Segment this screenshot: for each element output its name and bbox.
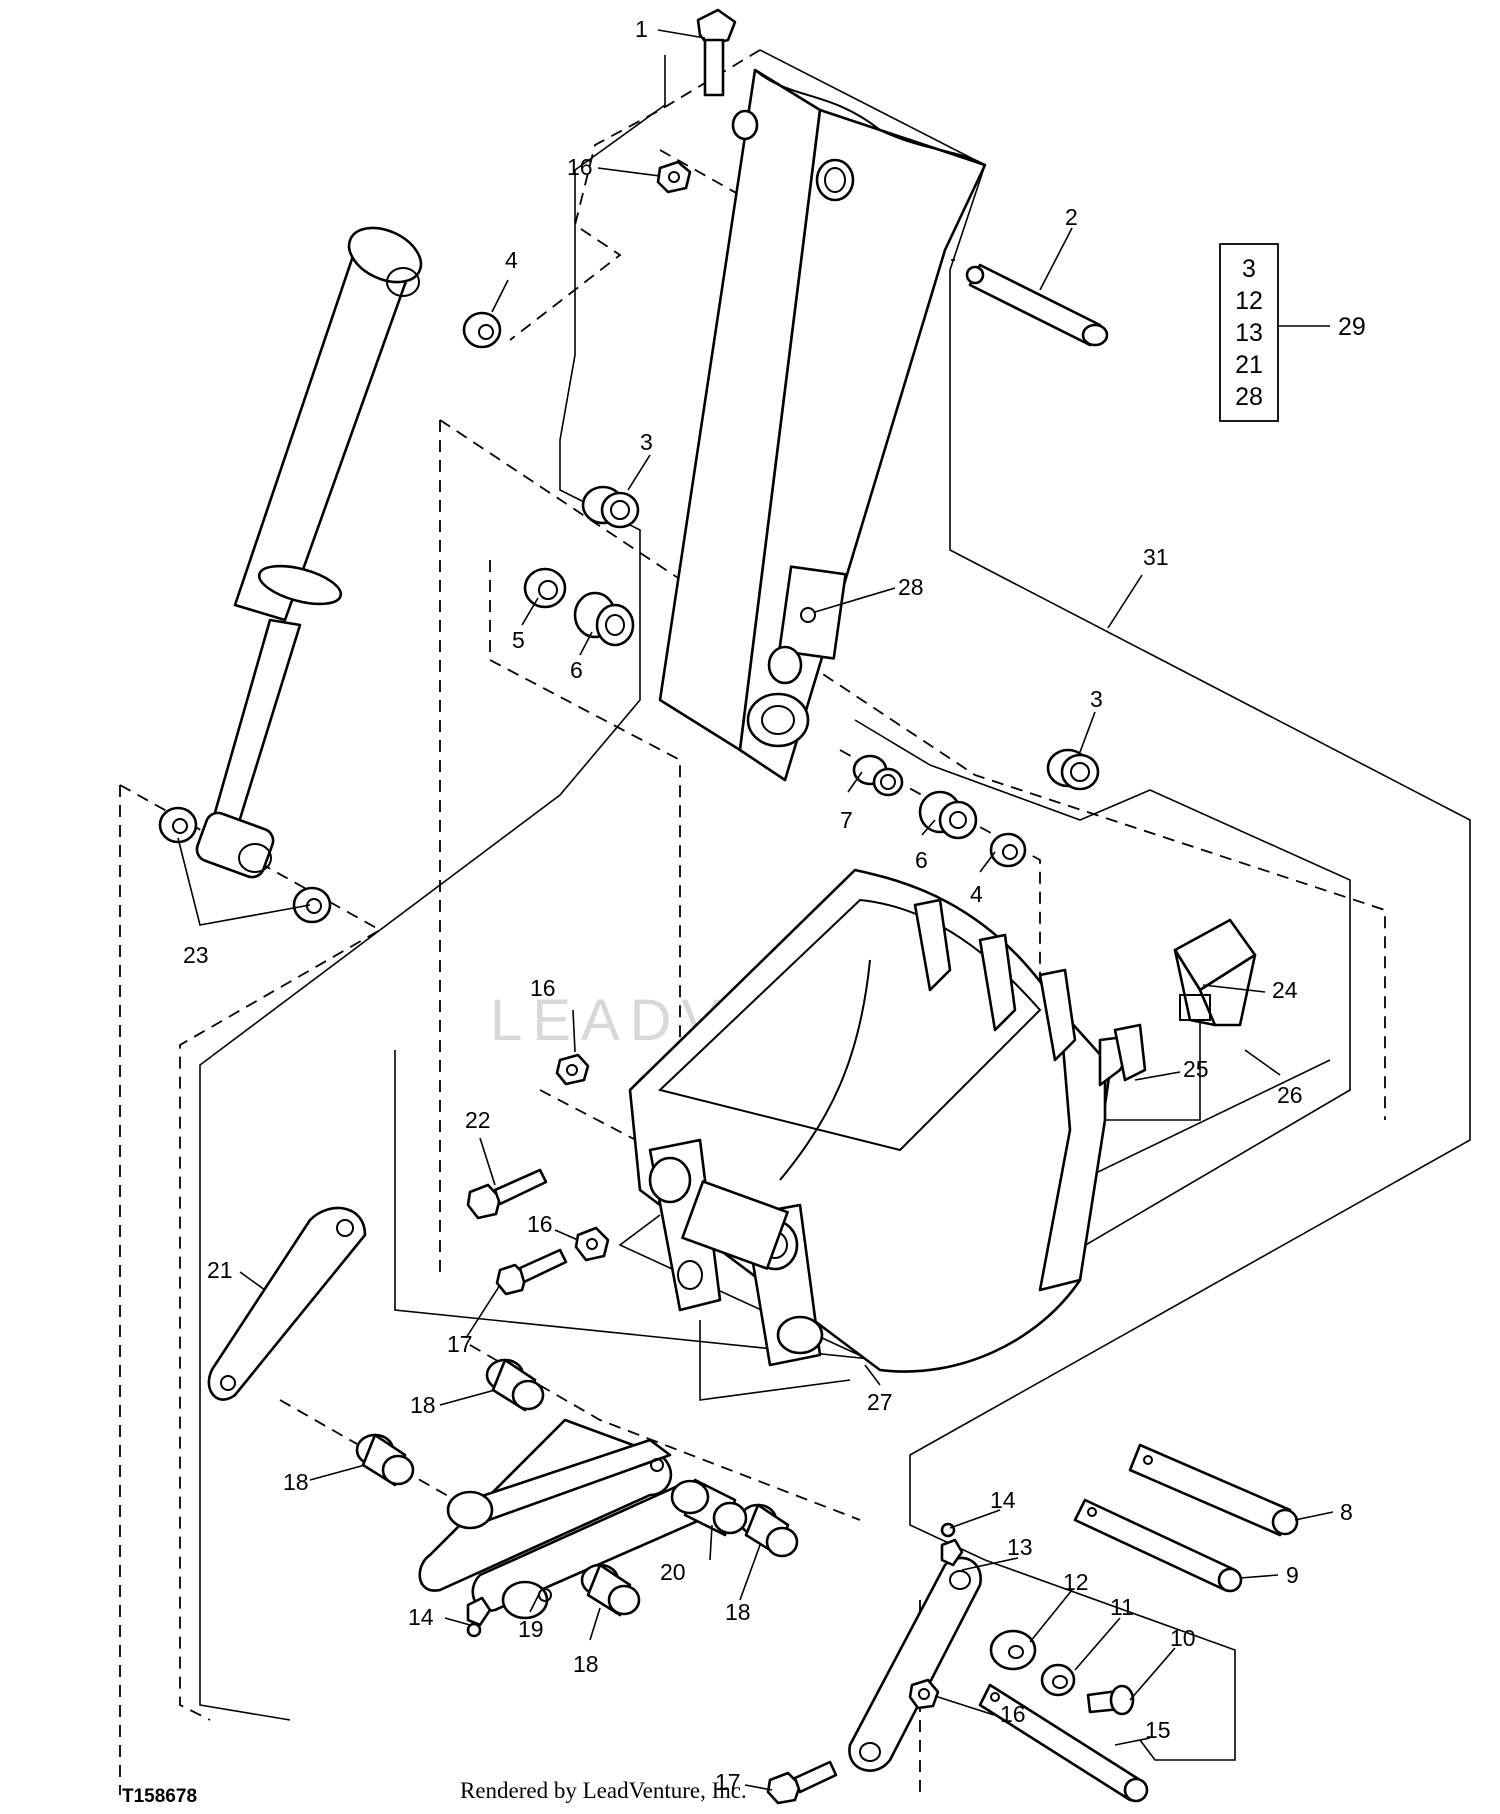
pin-15 [978,1683,1149,1803]
callout-label: 20 [660,1559,686,1585]
callout-label: 27 [867,1389,893,1415]
callout-label: 25 [1183,1056,1209,1082]
callout-label: 31 [1143,544,1169,570]
callout-label: 4 [970,881,983,907]
hydraulic-cylinder [195,226,423,879]
callout-label: 9 [1286,1562,1299,1588]
bushings-and-hardware [158,8,1135,1805]
callout-label: 18 [410,1392,436,1418]
callout-label: 16 [527,1211,553,1237]
callout-label: 16 [1000,1701,1026,1727]
callout-label: 3 [640,429,653,455]
bucket-tooth [1173,918,1257,1027]
pin-2 [965,263,1109,347]
callout-label: 18 [573,1651,599,1677]
callout-label: 18 [283,1469,309,1495]
callout-label: 24 [1272,977,1298,1003]
callout-label: 16 [530,975,556,1001]
h-link [418,1418,708,1620]
callout-label: 13 [1007,1534,1033,1560]
callout-label: 18 [725,1599,751,1625]
callout-label: 19 [518,1616,544,1642]
kit-box-label: 29 [1338,313,1366,341]
guide-link [848,1556,982,1772]
callout-label: 22 [465,1107,491,1133]
kit-box-item: 3 [1242,255,1256,283]
callout-label: 3 [1090,686,1103,712]
callout-label: 1 [635,16,648,42]
callout-label: 10 [1170,1625,1196,1651]
callout-label: 6 [915,847,928,873]
callout-label: 15 [1145,1717,1171,1743]
callout-label: 8 [1340,1499,1353,1525]
callout-label: 21 [207,1257,233,1283]
callout-label: 4 [505,247,518,273]
callout-label: 17 [447,1331,473,1357]
callout-label: 7 [840,807,853,833]
credit-text: Rendered by LeadVenture, Inc. [460,1778,747,1803]
kit-box: 3 12 13 21 28 29 [1219,243,1366,422]
kit-box-item: 13 [1235,319,1263,347]
kit-box-item: 21 [1235,351,1263,379]
side-link [207,1206,367,1401]
callout-label: 14 [408,1604,434,1630]
callout-label: 28 [898,574,924,600]
callout-label: 14 [990,1487,1016,1513]
callout-label: 11 [1110,1594,1134,1620]
callout-labels: 1 2 3 3 4 4 5 6 6 7 8 9 10 11 12 13 14 1… [183,16,1353,1795]
callout-label: 2 [1065,204,1078,230]
callout-label: 17 [715,1769,741,1795]
callout-label: 16 [567,154,593,180]
callout-label: 6 [570,657,583,683]
pin-8 [1128,1443,1299,1537]
bucket [628,868,1142,1373]
tooth-pin [1113,1023,1147,1082]
figure-code: T158678 [122,1786,197,1807]
arm [658,68,987,782]
callout-label: 23 [183,942,209,968]
leader-lines [177,29,1334,1791]
callout-label: 26 [1277,1082,1303,1108]
callout-label: 5 [512,627,525,653]
pin-9 [1073,1498,1243,1593]
kit-box-item: 12 [1235,287,1263,315]
kit-box-item: 28 [1235,383,1263,411]
callout-label: 12 [1063,1569,1089,1595]
